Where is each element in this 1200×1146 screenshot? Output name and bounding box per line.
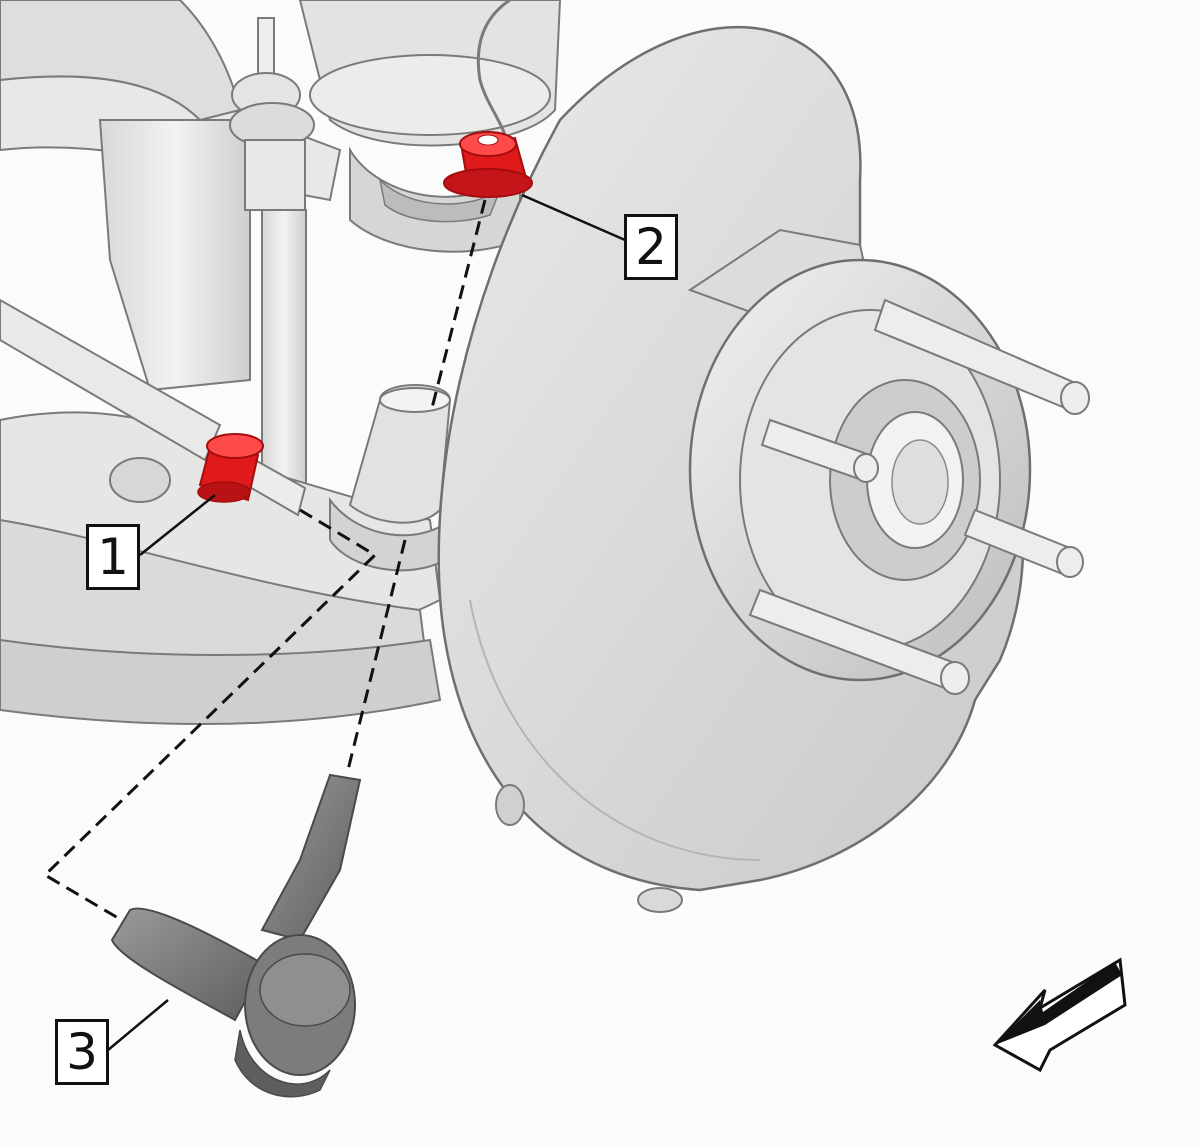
wheel-studs	[748, 298, 1090, 695]
inner-tie-rod	[0, 298, 307, 517]
tie-rod-end-nut	[443, 131, 533, 198]
callout-label-3: 3	[55, 1019, 109, 1085]
wheel-hub	[687, 228, 1032, 682]
tie-rod-jam-nut	[197, 433, 264, 503]
outer-tie-rod-end	[110, 773, 362, 1098]
callout-leaders	[107, 193, 626, 1051]
callout-label-2: 2	[624, 214, 678, 280]
front-of-vehicle-arrow	[992, 957, 1127, 1073]
abs-sensor-wire	[476, 0, 511, 136]
installation-leader-lines	[42, 199, 487, 927]
steering-knuckle-arm	[329, 384, 452, 572]
callout-label-1: 1	[86, 524, 140, 590]
